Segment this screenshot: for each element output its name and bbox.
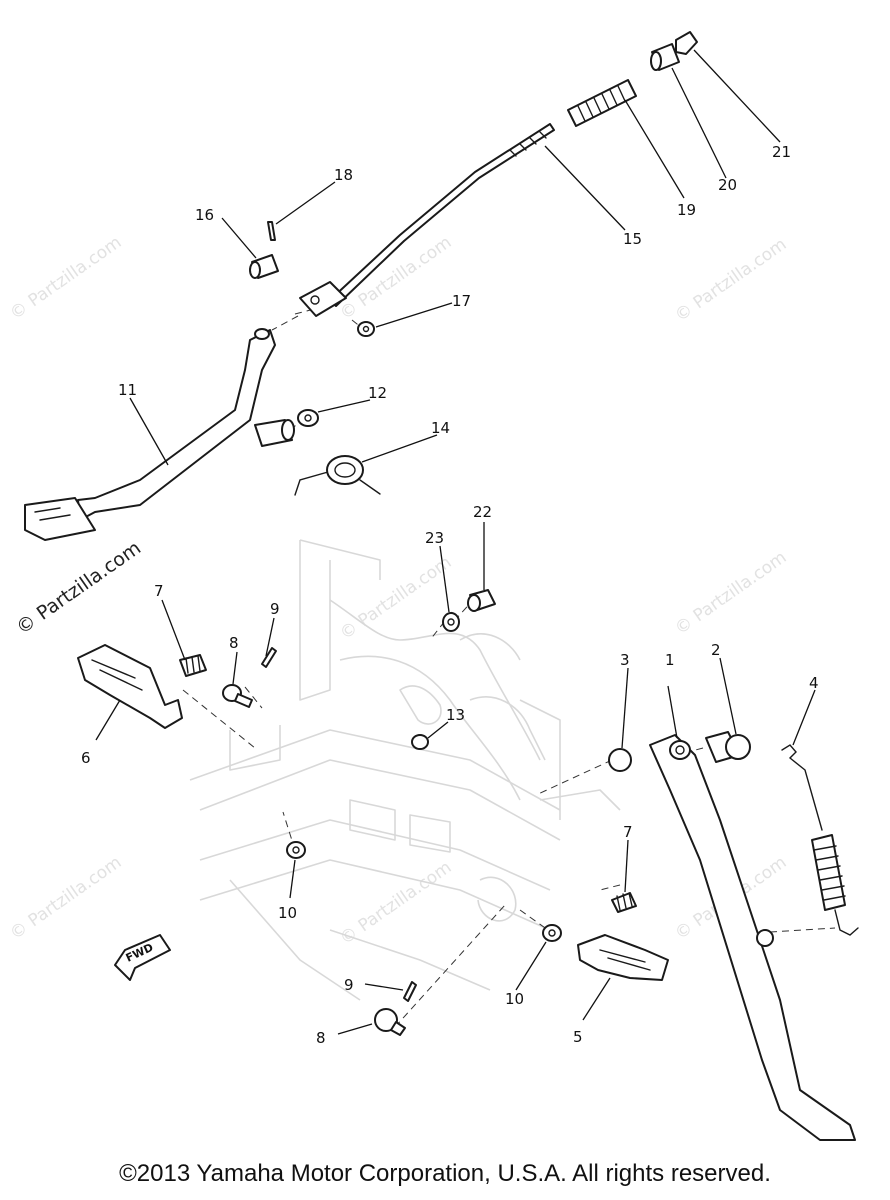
copyright-notice: ©2013 Yamaha Motor Corporation, U.S.A. A… [119,1160,771,1187]
watermark: © Partzilla.com [6,852,125,944]
callout-22: 22 [473,503,492,521]
watermark: © Partzilla.com [6,232,125,324]
footrest-hardware-left [179,647,277,708]
watermark: © Partzilla.com [12,537,145,639]
callout-18: 18 [334,166,353,184]
callout-11: 11 [118,381,137,399]
callout-2: 2 [711,641,721,659]
watermark: © Partzilla.com [336,857,455,949]
brake-pedal-part-11 [24,328,295,541]
assembly-lines [182,304,836,1028]
watermark: © Partzilla.com [336,552,455,644]
callout-21: 21 [772,143,791,161]
watermark-group: © Partzilla.com © Partzilla.com © Partzi… [6,232,790,949]
callout-17: 17 [452,292,471,310]
clip-part-13 [411,734,429,750]
forward-arrow-icon: FWD [114,934,171,981]
washers-part-10 [286,841,562,942]
leader-lines [95,49,816,1035]
callout-1: 1 [665,651,675,669]
callout-20: 20 [718,176,737,194]
callout-5: 5 [573,1028,583,1046]
callout-9-upper: 9 [270,600,280,618]
callout-labels: 1 2 3 4 5 6 7 7 8 8 9 9 10 10 11 12 13 1… [81,143,819,1047]
callout-12: 12 [368,384,387,402]
callout-4: 4 [809,674,819,692]
callout-8-upper: 8 [229,634,239,652]
footrest-part-6 [77,644,183,729]
exploded-parts-diagram: © Partzilla.com © Partzilla.com © Partzi… [6,31,859,1141]
callout-10-left: 10 [278,904,297,922]
watermark: © Partzilla.com [671,547,790,639]
adjuster-part-20 [650,43,680,71]
callout-3: 3 [620,651,630,669]
spring-part-19 [567,79,637,127]
callout-19: 19 [677,201,696,219]
callout-16: 16 [195,206,214,224]
callout-13: 13 [446,706,465,724]
frame-ghost-outline [189,539,621,1001]
callout-8-lower: 8 [316,1029,326,1047]
sidestand-part-1 [608,731,859,1141]
callout-9-lower: 9 [344,976,354,994]
bolt-and-nut-22-23 [442,589,496,632]
callout-15: 15 [623,230,642,248]
brake-rod-part-15 [329,123,555,307]
watermark: © Partzilla.com [671,234,790,326]
callout-7-left: 7 [154,582,164,600]
footrest-part-5 [374,892,669,1036]
pedal-washer-and-spring [294,409,381,496]
joint-part-21 [675,31,698,55]
clevis-assembly [249,221,375,337]
callout-10-right: 10 [505,990,524,1008]
callout-23: 23 [425,529,444,547]
callout-6: 6 [81,749,91,767]
callout-14: 14 [431,419,450,437]
callout-7-right: 7 [623,823,633,841]
